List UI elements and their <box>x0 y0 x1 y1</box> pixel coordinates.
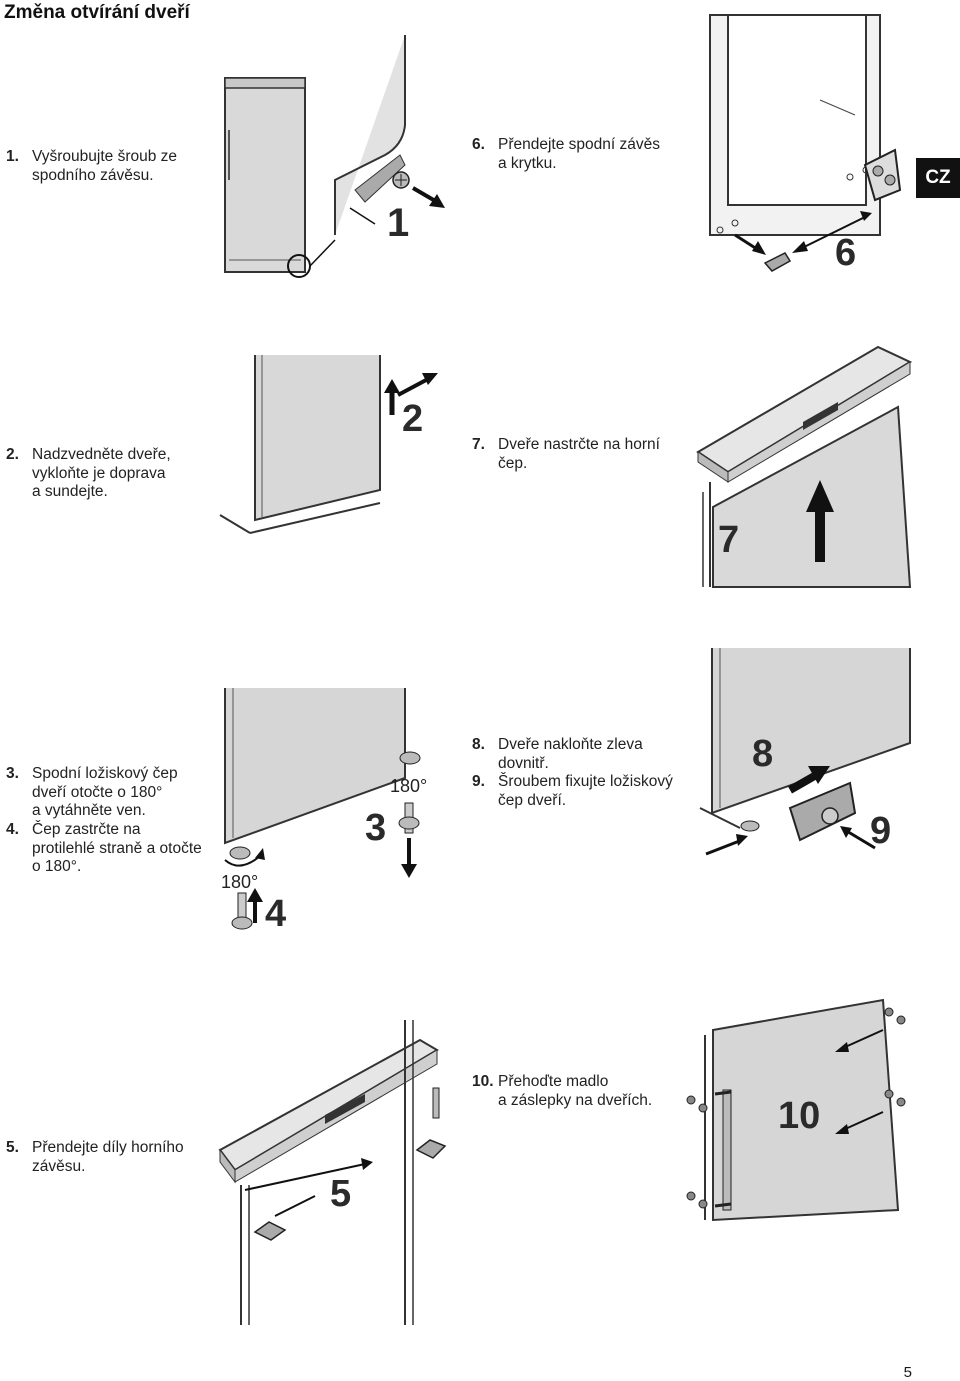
step-text: Přehoďte madlo <box>498 1073 609 1090</box>
step-text: Dveře nakloňte zleva <box>498 736 643 753</box>
step-number: 6. <box>472 136 485 153</box>
step-text: Přendejte díly horního <box>32 1139 184 1156</box>
step-6: 6. Přendejte spodní závěs a krytku. <box>472 136 660 173</box>
pin-icon <box>229 751 421 930</box>
step-number: 8. <box>472 736 485 753</box>
hinge-part-icon <box>253 1139 447 1241</box>
step-number: 7. <box>472 436 485 453</box>
step-text: Přendejte spodní závěs <box>498 136 660 153</box>
handle-icon <box>714 1089 732 1211</box>
hinge-bracket-icon <box>863 148 902 202</box>
step-text: dveří otočte o 180° <box>32 783 163 801</box>
step-text: spodního závěsu. <box>32 166 154 184</box>
step-text: Vyšroubujte šroub ze <box>32 148 178 165</box>
figure-number: 10 <box>778 1095 820 1137</box>
step-9: 9. Šroubem fixujte ložiskový čep dveří. <box>472 773 673 810</box>
step-3: 3. Spodní ložiskový čep dveří otočte o 18… <box>6 765 178 821</box>
step-text: a krytku. <box>498 154 557 172</box>
figure-10-move-handle: 10 <box>686 998 906 1222</box>
figure-number: 4 <box>265 893 286 935</box>
figure-8-9-tilt-and-screw: 8 9 <box>699 648 911 856</box>
figure-5-upper-hinge-parts: 5 <box>218 1020 447 1325</box>
step-text: čep. <box>498 454 528 472</box>
step-5: 5. Přendejte díly horního závěsu. <box>6 1139 184 1176</box>
figure-1-unscrew-hinge: 1 <box>224 35 445 278</box>
step-text: protilehlé straně a otočte <box>32 839 202 857</box>
step-text: vykloňte je doprava <box>32 464 166 482</box>
page-number: 5 <box>903 1364 912 1381</box>
figure-2-lift-door: 2 <box>219 355 438 534</box>
step-text: čep dveří. <box>498 791 567 809</box>
step-4: 4. Čep zastrčte na protilehlé straně a ot… <box>6 821 202 877</box>
step-text: Dveře nastrčte na horní <box>498 436 660 453</box>
step-number: 10. <box>472 1073 494 1090</box>
step-number: 4. <box>6 821 19 838</box>
step-number: 2. <box>6 446 19 463</box>
step-text: Spodní ložiskový čep <box>32 765 178 782</box>
rotation-label: 180° <box>221 872 258 892</box>
step-number: 1. <box>6 148 19 165</box>
step-text: Šroubem fixujte ložiskový <box>498 773 673 790</box>
figure-number: 1 <box>387 201 409 245</box>
step-text: závěsu. <box>32 1157 86 1175</box>
step-text: Čep zastrčte na <box>32 821 141 838</box>
hinge-bracket-icon <box>788 781 857 842</box>
step-text: a sundejte. <box>32 483 108 500</box>
step-text: Nadzvedněte dveře, <box>32 446 171 463</box>
step-1: 1. Vyšroubujte šroub ze spodního závěsu. <box>6 148 177 185</box>
screw-icon <box>392 171 410 189</box>
step-10: 10.Přehoďte madlo a záslepky na dveřích. <box>472 1073 652 1110</box>
step-2: 2. Nadzvedněte dveře, vykloňte je doprava… <box>6 446 171 502</box>
figure-number: 9 <box>870 810 891 852</box>
figure-number: 5 <box>330 1173 351 1215</box>
figure-number: 7 <box>718 519 739 561</box>
figure-number: 3 <box>365 807 386 849</box>
step-text: a záslepky na dveřích. <box>498 1091 653 1109</box>
figure-6-move-lower-hinge: 6 <box>709 14 902 274</box>
figure-number: 6 <box>835 232 856 274</box>
plug-icon <box>686 1007 906 1209</box>
step-number: 3. <box>6 765 19 782</box>
step-number: 9. <box>472 773 485 790</box>
figure-7-place-door: 7 <box>696 345 913 588</box>
step-text: o 180°. <box>32 858 82 875</box>
figure-number: 2 <box>402 398 423 440</box>
figure-number: 8 <box>752 733 773 775</box>
rotation-label: 180° <box>390 776 427 796</box>
cap-icon <box>763 252 792 272</box>
language-badge: CZ <box>916 158 960 198</box>
step-number: 5. <box>6 1139 19 1156</box>
step-text: a vytáhněte ven. <box>32 802 146 819</box>
page-title: Změna otvírání dveří <box>4 2 190 23</box>
step-8: 8. Dveře nakloňte zleva dovnitř. <box>472 736 643 773</box>
figure-3-4-pin-rotate: 180° 180° 3 4 <box>221 688 427 935</box>
step-text: dovnitř. <box>498 754 549 772</box>
step-7: 7. Dveře nastrčte na horní čep. <box>472 436 660 473</box>
